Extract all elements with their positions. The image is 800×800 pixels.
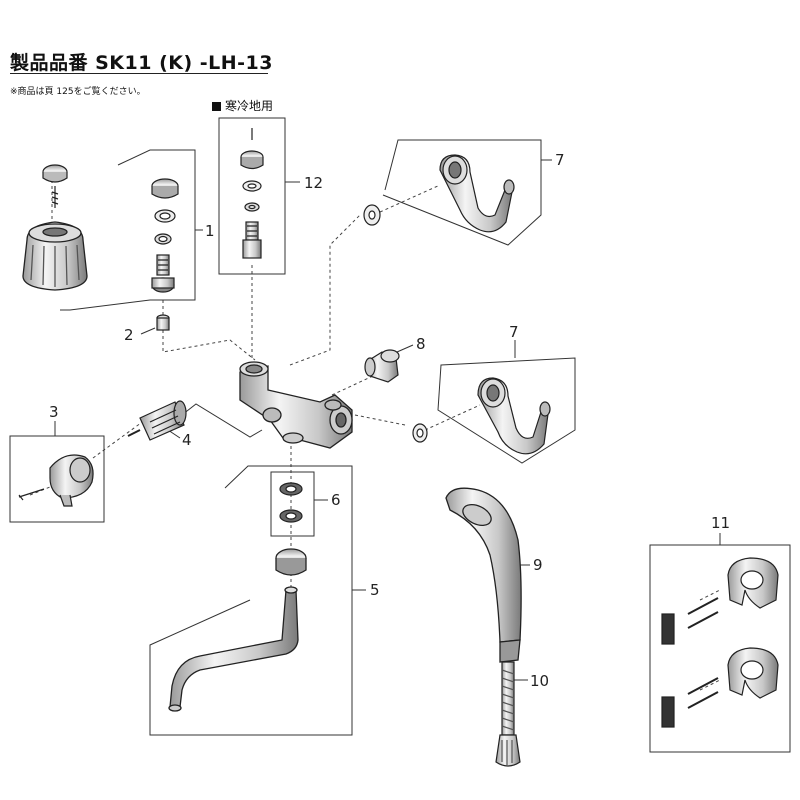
catalog-page-note: ※商品は頁 125をご覧ください。 bbox=[10, 87, 146, 97]
washer-lower bbox=[412, 423, 428, 443]
black-square-icon bbox=[212, 102, 221, 111]
callout-7-upper: 7 bbox=[555, 151, 565, 169]
leader-lines bbox=[9, 117, 791, 753]
packing-set bbox=[279, 482, 303, 523]
callout-12: 12 bbox=[304, 174, 323, 192]
shower-hose-part bbox=[495, 661, 521, 767]
callout-1: 1 bbox=[205, 222, 215, 240]
handle-knob-part bbox=[22, 221, 88, 291]
guide-lines bbox=[29, 180, 721, 691]
cold-region-text: 寒冷地用 bbox=[225, 99, 274, 113]
shower-head-part bbox=[445, 487, 522, 663]
callout-11: 11 bbox=[711, 514, 730, 532]
callout-numbers: 1 2 3 4 5 6 7 7 8 9 10 11 12 bbox=[49, 151, 730, 690]
cold-region-cartridge-set bbox=[240, 128, 264, 259]
callout-5: 5 bbox=[370, 581, 380, 599]
shower-hook-lower bbox=[661, 647, 779, 728]
packing-part bbox=[156, 314, 170, 331]
product-number-title: 製品品番 SK11 (K) -LH-13 bbox=[10, 52, 274, 74]
handle-cap-part bbox=[42, 164, 68, 208]
cold-region-label: 寒冷地用 bbox=[212, 97, 273, 114]
callout-2: 2 bbox=[124, 326, 134, 344]
callout-10: 10 bbox=[530, 672, 549, 690]
callout-3: 3 bbox=[49, 403, 59, 421]
callout-7-lower: 7 bbox=[509, 323, 519, 341]
shower-hook-upper bbox=[661, 557, 779, 645]
elbow-fitting-part bbox=[364, 349, 400, 383]
spout-part bbox=[168, 548, 307, 712]
switch-valve-part bbox=[127, 400, 187, 441]
eccentric-leg-upper bbox=[439, 154, 515, 233]
valve-cartridge-set bbox=[151, 178, 179, 293]
washer-upper bbox=[363, 204, 381, 226]
callout-4: 4 bbox=[182, 431, 192, 449]
callout-9: 9 bbox=[533, 556, 543, 574]
callout-8: 8 bbox=[416, 335, 426, 353]
callout-6: 6 bbox=[331, 491, 341, 509]
title-underline bbox=[10, 73, 268, 74]
eccentric-leg-lower bbox=[477, 377, 551, 455]
handle-lever-part bbox=[18, 454, 94, 507]
faucet-body-part bbox=[239, 361, 353, 449]
